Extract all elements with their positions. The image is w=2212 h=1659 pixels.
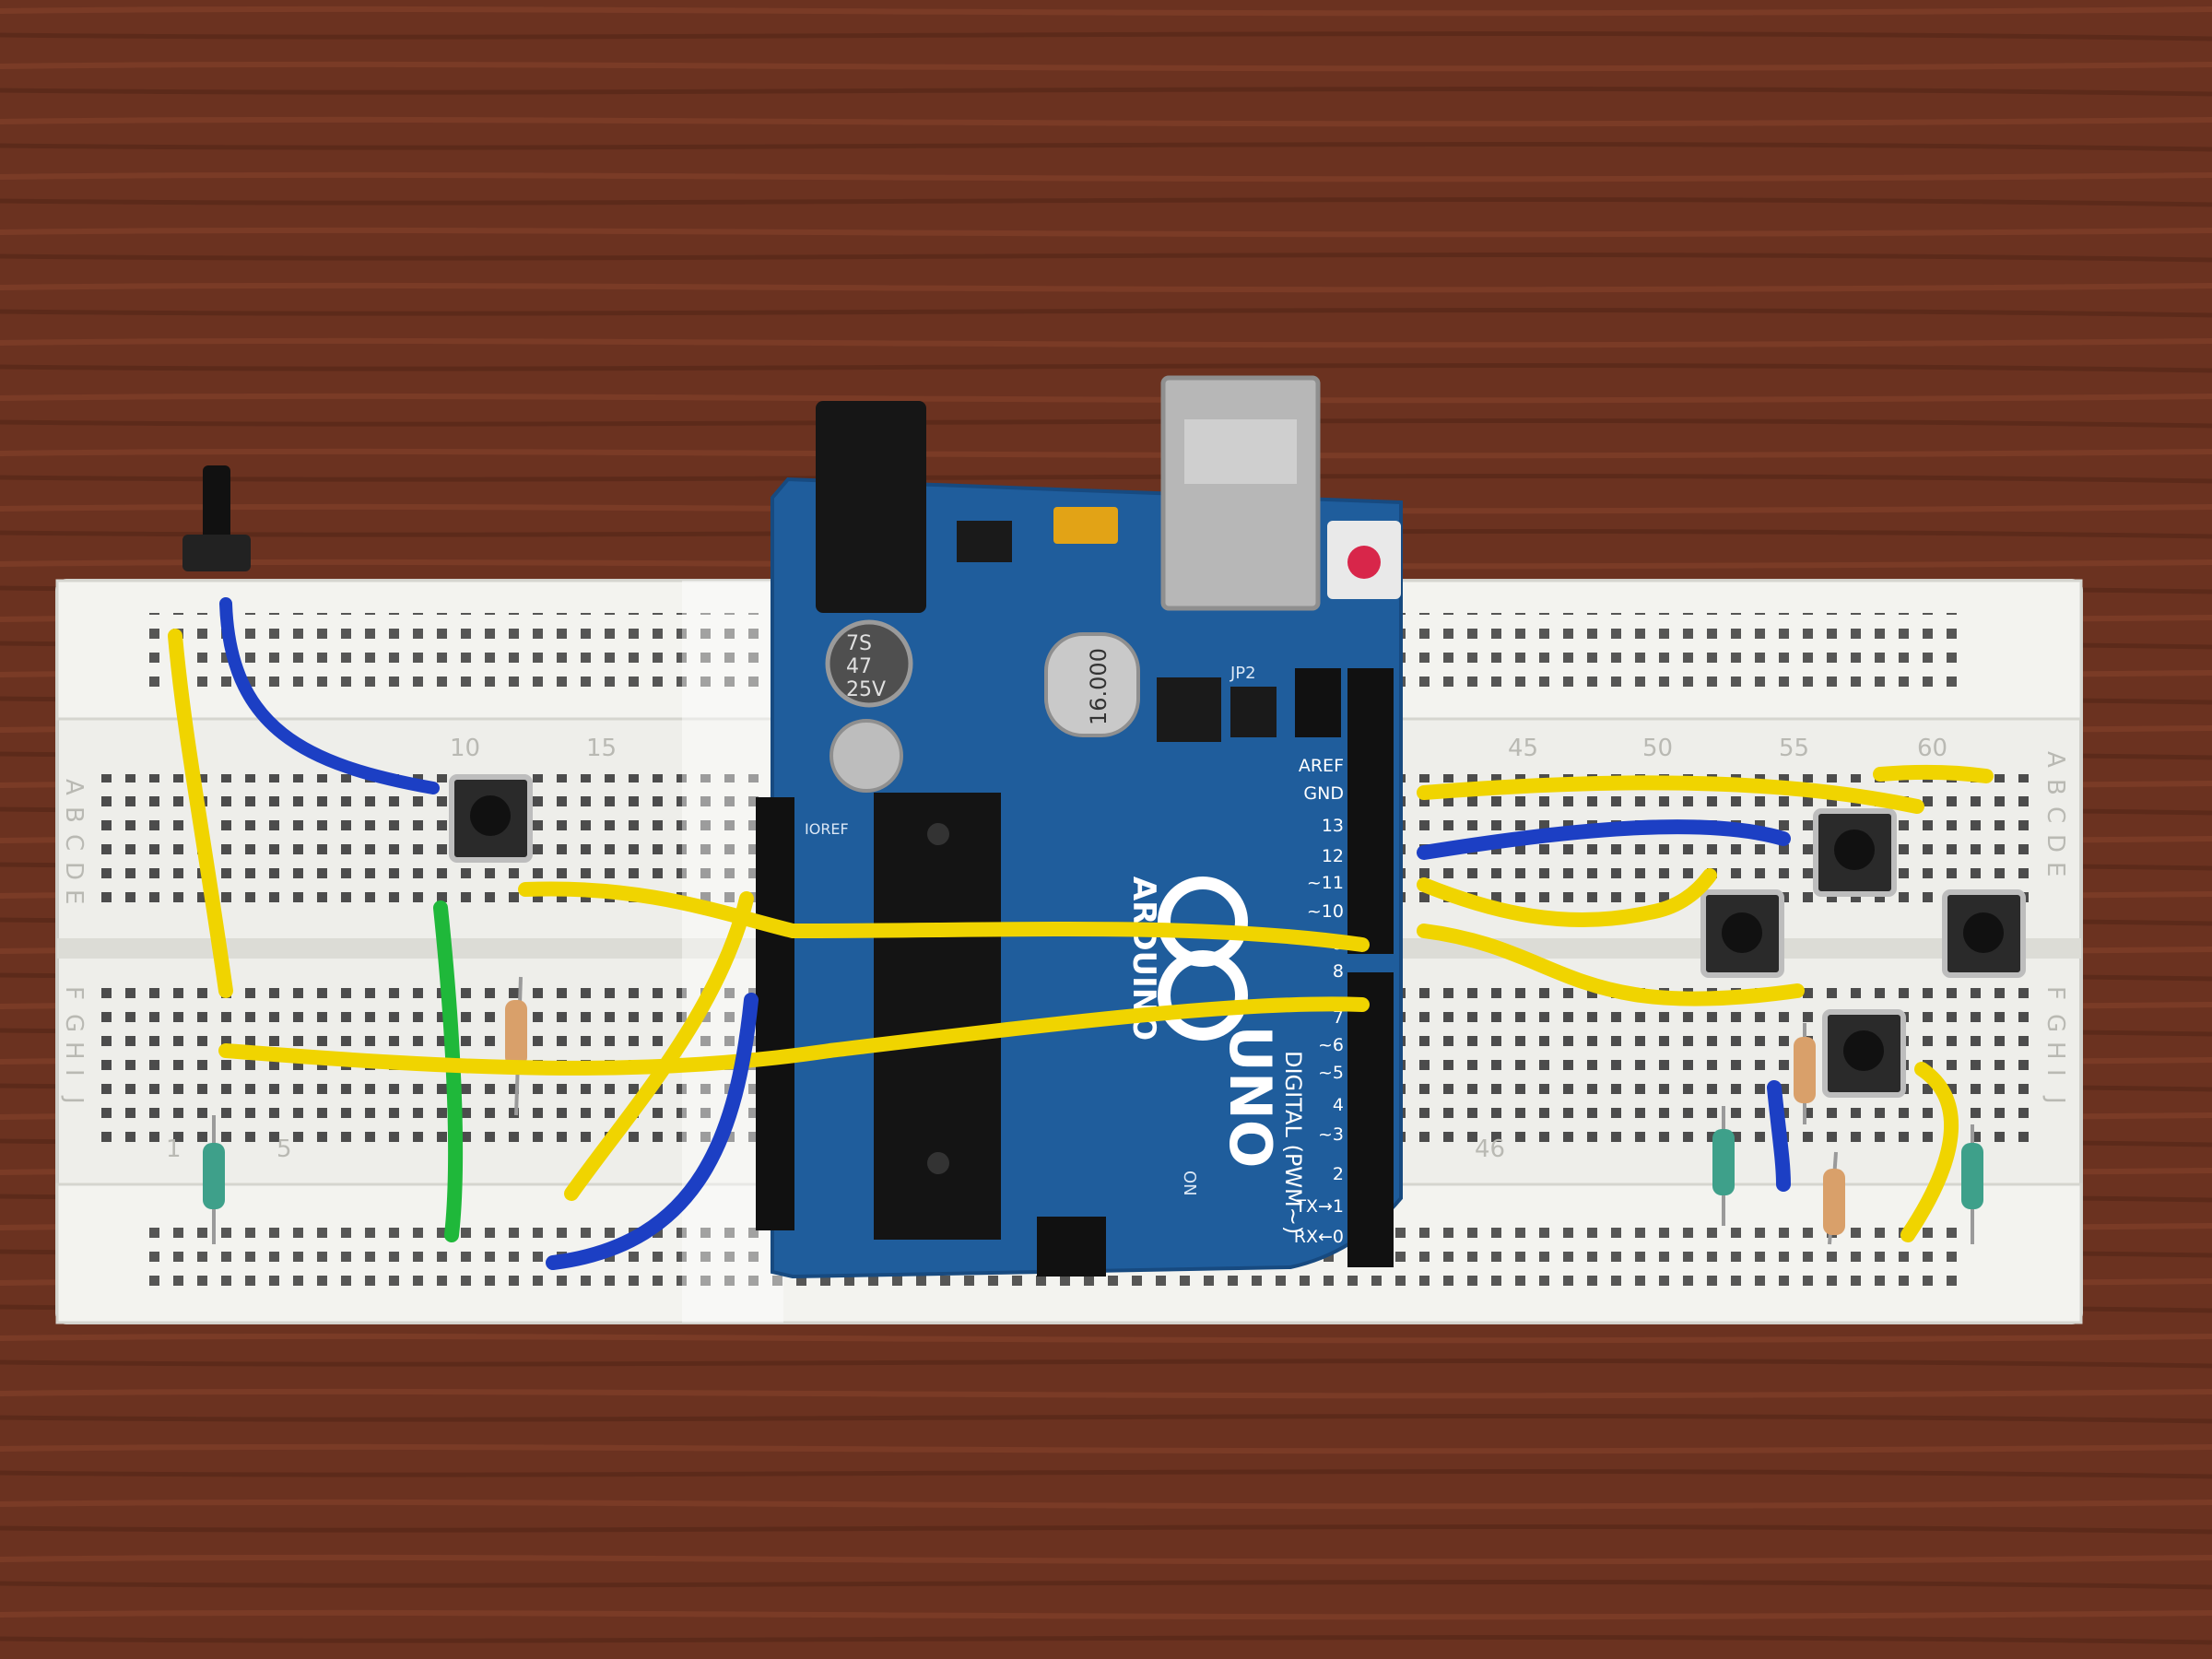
wire-yellow-pin13 [1417, 764, 1994, 814]
wire-blue-1 [546, 993, 759, 1270]
breadboard-labels: 10 15 1 5 45 50 55 60 46 A B C D E F G H… [60, 735, 2069, 1163]
slide-switch [182, 465, 251, 571]
svg-text:C: C [2041, 806, 2069, 823]
col-label-5: 5 [276, 1135, 292, 1163]
wire-yellow-pin10 [1417, 924, 1805, 1006]
resistor-2 [505, 976, 527, 1116]
ioref-label: IOREF [805, 820, 849, 838]
capacitor-47uf [825, 619, 913, 708]
digital-label: DIGITAL (PWM~) [1280, 1051, 1306, 1234]
svg-text:AREF: AREF [1299, 756, 1344, 776]
usb-chip [1157, 677, 1221, 742]
wire-yellow-left-vertical [168, 629, 233, 998]
arduino-logo [1158, 877, 1248, 1041]
svg-text:A: A [2041, 751, 2069, 768]
svg-text:~11: ~11 [1307, 873, 1344, 893]
svg-text:G: G [60, 1014, 88, 1032]
svg-text:J: J [2041, 1095, 2069, 1104]
svg-text:~6: ~6 [1318, 1035, 1344, 1055]
svg-text:I: I [60, 1069, 88, 1077]
svg-text:F: F [2041, 986, 2069, 1000]
svg-text:RX←0: RX←0 [1294, 1227, 1344, 1247]
col-label-10: 10 [450, 735, 480, 762]
push-button-right-4 [1822, 1009, 1906, 1098]
push-button-right-3 [1942, 889, 2026, 978]
row-letters-left-top: A B C D E [60, 779, 88, 904]
svg-text:J: J [60, 1095, 88, 1104]
svg-text:E: E [2041, 862, 2069, 877]
push-button-left [449, 774, 533, 863]
svg-text:F: F [60, 986, 88, 1000]
svg-text:I: I [2041, 1069, 2069, 1077]
svg-text:E: E [60, 889, 88, 904]
capacitor-label-2: 47 [846, 655, 872, 678]
svg-text:7: 7 [1333, 1007, 1344, 1028]
row-letters-left-bottom: F G H I J [60, 986, 88, 1104]
col-label-50: 50 [1642, 735, 1673, 762]
wire-green [433, 900, 464, 1242]
jumper-wires [168, 597, 1994, 1270]
col-label-60: 60 [1917, 735, 1947, 762]
resistor-1 [203, 1115, 225, 1244]
svg-text:C: C [60, 834, 88, 851]
wire-yellow-1 [518, 881, 1370, 952]
col-label-15: 15 [586, 735, 617, 762]
svg-text:12: 12 [1322, 846, 1344, 866]
row-letters-right-bottom: F G H I J [2041, 986, 2069, 1104]
resistor-5 [1823, 1151, 1845, 1245]
jp2-label: JP2 [1230, 664, 1256, 683]
left-header [756, 797, 794, 1230]
col-label-46: 46 [1475, 1135, 1505, 1163]
svg-text:B: B [60, 806, 88, 823]
usb-port [1160, 375, 1321, 611]
svg-text:13: 13 [1322, 816, 1344, 836]
svg-text:D: D [2041, 834, 2069, 853]
crystal-oscillator [1044, 632, 1140, 737]
svg-text:~3: ~3 [1318, 1124, 1344, 1145]
dc-power-jack [816, 401, 926, 613]
right-digital-header-upper [1347, 668, 1394, 954]
arduino-uno-board: 7S 47 25V 16.000 JP2 ARDUINO UNO DIGITAL… [756, 375, 1403, 1279]
push-button-right-2 [1700, 889, 1784, 978]
wire-yellow-2 [218, 996, 1370, 1076]
svg-text:~5: ~5 [1318, 1063, 1344, 1083]
wire-blue-switch [219, 597, 440, 794]
on-label: ON [1180, 1171, 1199, 1196]
capacitor-label-3: 25V [846, 678, 886, 701]
svg-text:H: H [2041, 1041, 2069, 1060]
row-letters-right-top: A B C D E [2041, 751, 2069, 877]
header-pin-labels: AREF GND 13 12 ~11 ~10 ~9 8 7 ~6 ~5 4 ~3… [1294, 756, 1344, 1247]
svg-text:4: 4 [1333, 1095, 1344, 1115]
svg-text:~10: ~10 [1307, 901, 1344, 922]
svg-text:GND: GND [1303, 783, 1344, 804]
svg-text:G: G [2041, 1014, 2069, 1032]
svg-text:H: H [60, 1041, 88, 1060]
capacitor-2 [830, 719, 903, 793]
icsp-header [1037, 1217, 1106, 1277]
reset-button-cap [1347, 546, 1381, 579]
capacitor-label-1: 7S [846, 632, 872, 655]
right-digital-header-lower [1347, 972, 1394, 1267]
wire-yellow-3 [564, 891, 754, 1201]
col-label-45: 45 [1508, 735, 1538, 762]
col-label-1: 1 [166, 1135, 182, 1163]
resistor-4 [1794, 1023, 1816, 1124]
crystal-label: 16.000 [1086, 648, 1112, 725]
resistor-6 [1961, 1124, 1983, 1244]
push-button-right-1 [1813, 808, 1897, 897]
col-label-55: 55 [1779, 735, 1809, 762]
wire-blue-pin12 [1417, 819, 1791, 860]
svg-text:D: D [60, 862, 88, 880]
wire-yellow-pin11 [1417, 868, 1717, 927]
uno-text: UNO [1217, 1026, 1284, 1169]
svg-text:TX→1: TX→1 [1294, 1196, 1344, 1217]
svg-text:8: 8 [1333, 961, 1344, 982]
svg-text:B: B [2041, 779, 2069, 795]
resistor-3 [1712, 1106, 1735, 1226]
svg-text:2: 2 [1333, 1164, 1344, 1184]
svg-text:A: A [60, 779, 88, 795]
wire-yellow-right [1900, 1062, 1959, 1242]
wire-blue-short [1767, 1080, 1791, 1192]
